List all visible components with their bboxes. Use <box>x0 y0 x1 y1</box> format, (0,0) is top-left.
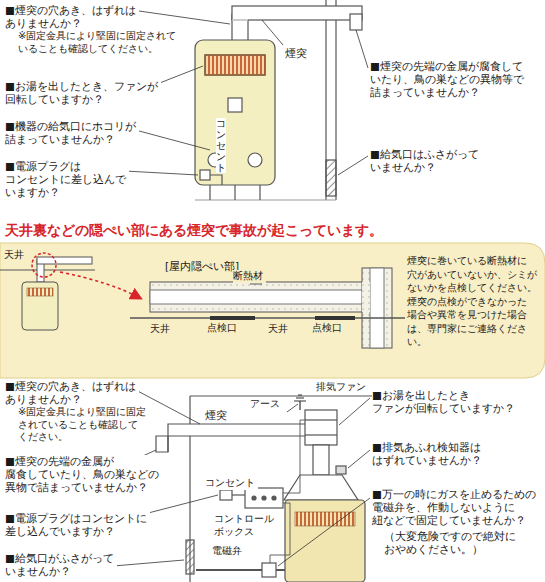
part-label: 天井 <box>4 249 27 262</box>
part-label: 排気ファン <box>316 381 369 394</box>
check-item: ■煙突の穴あき、はずれは ありませんか？ <box>5 4 139 30</box>
part-label: ※固定金具により堅固に固定されて いることも確認してください。 <box>18 30 180 55</box>
check-item: ■煙突の先端の金属が腐食して いたり、鳥の巣などの異物等で 詰まっていませんか？ <box>370 60 527 99</box>
check-item: ■機器の給気口にホコリが 詰まっていませんか？ <box>5 120 139 146</box>
check-item: ■給気口はふさがって いませんか？ <box>370 148 482 174</box>
part-label: 電磁弁 <box>212 545 245 558</box>
vertical-label: コンセント <box>216 118 226 173</box>
hidden-chimney-scene <box>0 243 545 378</box>
check-item: ■煙突の先端の金属が 腐食していたり、鳥の巣などの 異物で詰まっていませんか？ <box>5 455 162 494</box>
part-label: 断熱材 <box>233 270 266 283</box>
part-label: コントロール ボックス <box>214 513 277 538</box>
part-label: 煙突 <box>285 47 310 60</box>
check-item: ■排気あふれ検知器は はずれていませんか？ <box>372 441 485 467</box>
part-label: 天井 <box>150 323 173 336</box>
check-item: ■お湯を出したとき ファンが回転していますか？ <box>372 389 518 415</box>
part-label: 点検口 <box>312 322 345 335</box>
check-item: ■煙突の穴あき、はずれは ありませんか？ <box>5 380 139 406</box>
part-label: （大変危険ですので絶対に おやめください。） <box>384 530 519 556</box>
part-label: [屋内隠ぺい部] <box>165 260 243 273</box>
check-item: ■電源プラグは コンセントに差し込んで いますか？ <box>5 160 129 199</box>
check-item: ■お湯を出したとき、ファンが 回転していますか？ <box>5 80 161 106</box>
part-label: ※固定金具により堅固に固定 されていることも確認して ください。 <box>18 406 150 444</box>
warning-band: 天井裏などの隠ぺい部にある煙突で事故が起こっています。煙突に巻いている断熱材に … <box>0 220 545 378</box>
check-item: ■万一の時にガスを止めるための 電磁弁を、作動しないように 紐などで固定していま… <box>372 488 539 527</box>
check-item: ■電源プラグはコンセントに 差し込んでいますか？ <box>5 512 150 538</box>
part-label: 煙突 <box>205 409 230 422</box>
part-label: 天井 <box>268 323 291 336</box>
part-label: アース <box>250 398 283 411</box>
check-item: ■給気口がふさがって いませんか？ <box>5 552 117 578</box>
warning-text: 煙突に巻いている断熱材に 穴があいていないか、シミが ないかを点検してください。… <box>407 254 540 349</box>
part-label: 点検口 <box>207 322 240 335</box>
part-label: コンセント <box>205 477 258 490</box>
warning-heading: 天井裏などの隠ぺい部にある煙突で事故が起こっています。 <box>5 222 383 239</box>
